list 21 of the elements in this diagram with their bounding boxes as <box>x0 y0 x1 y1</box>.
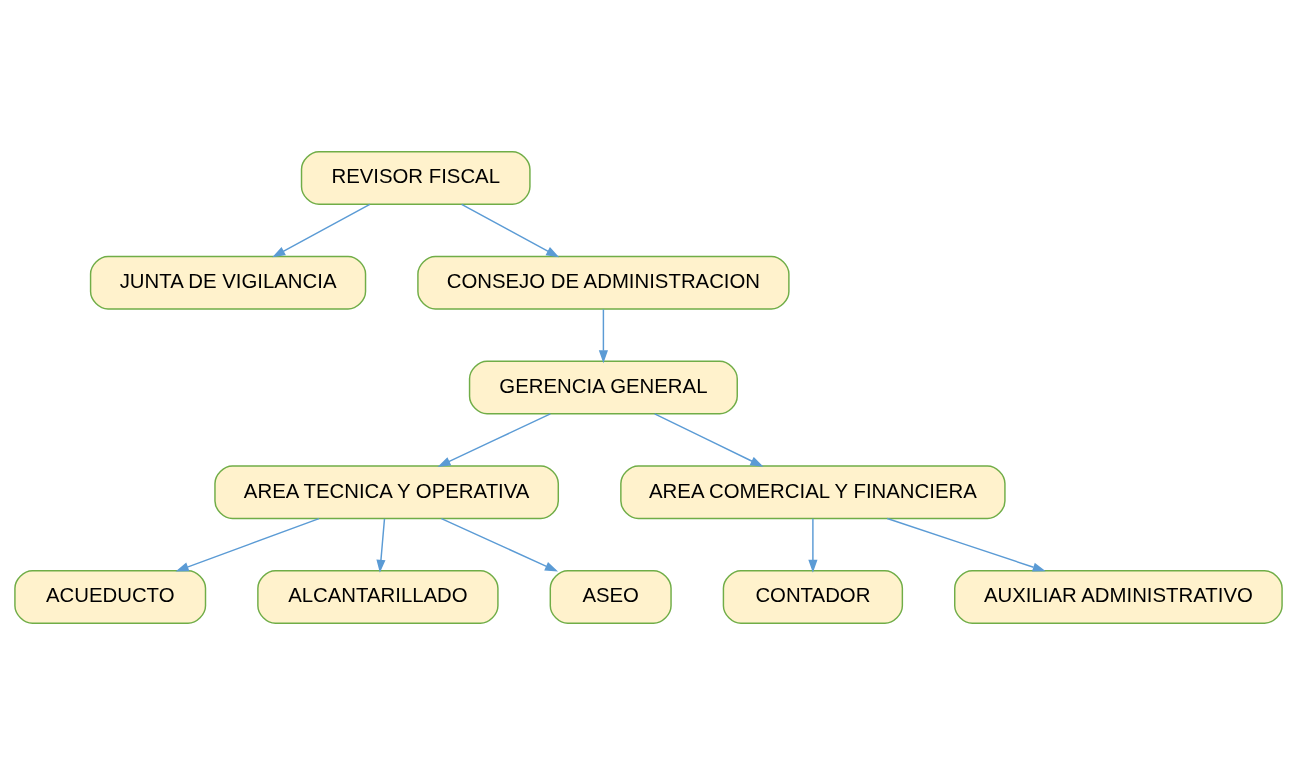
arrow <box>808 517 818 573</box>
node-box: CONTADOR <box>722 569 904 624</box>
node-box: AREA COMERCIAL Y FINANCIERA <box>620 464 1006 519</box>
arrow <box>598 308 608 363</box>
node-box: ALCANTARILLADO <box>257 569 499 624</box>
arrow <box>376 517 386 573</box>
arrow <box>460 203 560 257</box>
node-box: ACUEDUCTO <box>14 569 207 624</box>
node-box: ASEO <box>549 569 672 624</box>
arrow <box>272 203 371 257</box>
node-box: AUXILIAR ADMINISTRATIVO <box>954 569 1283 624</box>
arrow <box>440 517 559 572</box>
arrow <box>175 517 320 571</box>
node-box: REVISOR FISCAL <box>300 150 531 205</box>
node-box: JUNTA DE VIGILANCIA <box>89 255 367 310</box>
arrow <box>653 412 764 467</box>
node-box: CONSEJO DE ADMINISTRACION <box>417 255 790 310</box>
arrow <box>886 517 1046 572</box>
node-box: AREA TECNICA Y OPERATIVA <box>214 464 560 519</box>
arrow <box>437 412 552 467</box>
node-box: GERENCIA GENERAL <box>468 360 738 414</box>
